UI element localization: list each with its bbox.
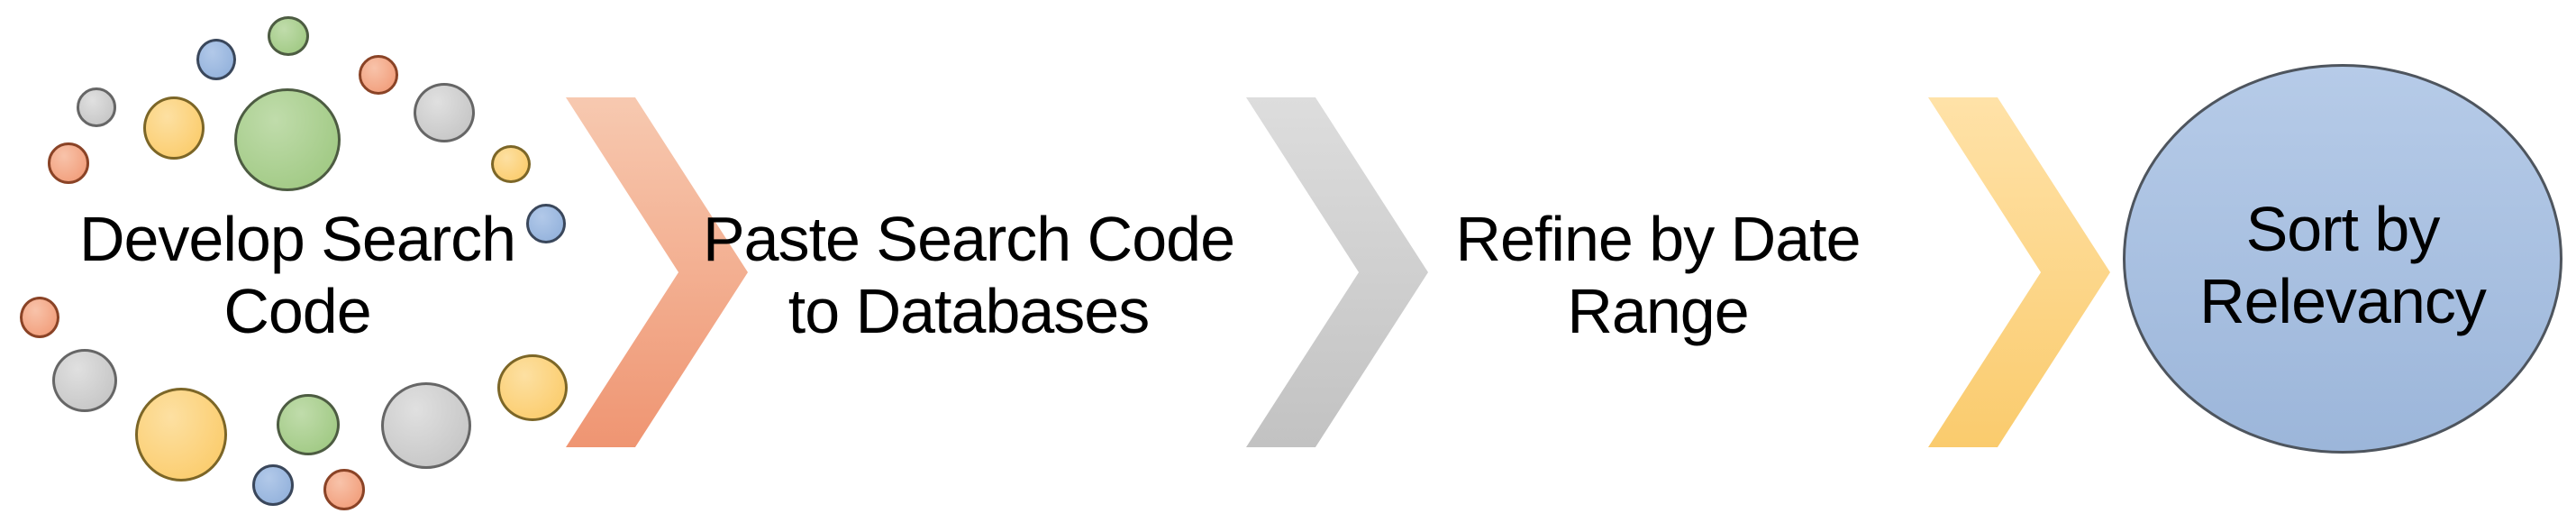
green-bubble xyxy=(268,16,309,56)
blue-bubble xyxy=(252,464,294,506)
sort-circle: Sort by Relevancy xyxy=(2123,64,2562,454)
gray-bubble xyxy=(77,87,116,127)
yellow-bubble xyxy=(135,388,227,482)
orange-bubble xyxy=(48,142,89,184)
yellow-bubble xyxy=(497,354,568,421)
step-2-label-box: Paste Search Code to Databases xyxy=(698,189,1239,361)
step-3-label: Refine by Date Range xyxy=(1455,204,1861,346)
chevron-right-icon-3 xyxy=(1928,97,2110,447)
yellow-bubble xyxy=(491,145,531,183)
yellow-bubble xyxy=(143,96,205,160)
step-1-label-box: Develop Search Code xyxy=(27,189,568,361)
step-1-label: Develop Search Code xyxy=(78,204,516,346)
step-3-label-box: Refine by Date Range xyxy=(1388,189,1928,361)
blue-bubble xyxy=(526,204,566,243)
step-4-label: Sort by Relevancy xyxy=(2199,194,2487,336)
orange-bubble xyxy=(359,55,398,95)
orange-bubble xyxy=(323,469,365,510)
gray-bubble xyxy=(381,382,471,469)
blue-bubble xyxy=(196,39,236,80)
orange-bubble xyxy=(20,297,59,338)
gray-bubble xyxy=(414,83,475,142)
green-bubble xyxy=(277,394,340,455)
bubble-cluster-icon xyxy=(0,0,595,532)
gray-bubble xyxy=(52,349,117,412)
step-2-label: Paste Search Code to Databases xyxy=(702,204,1235,346)
green-bubble xyxy=(234,88,341,191)
